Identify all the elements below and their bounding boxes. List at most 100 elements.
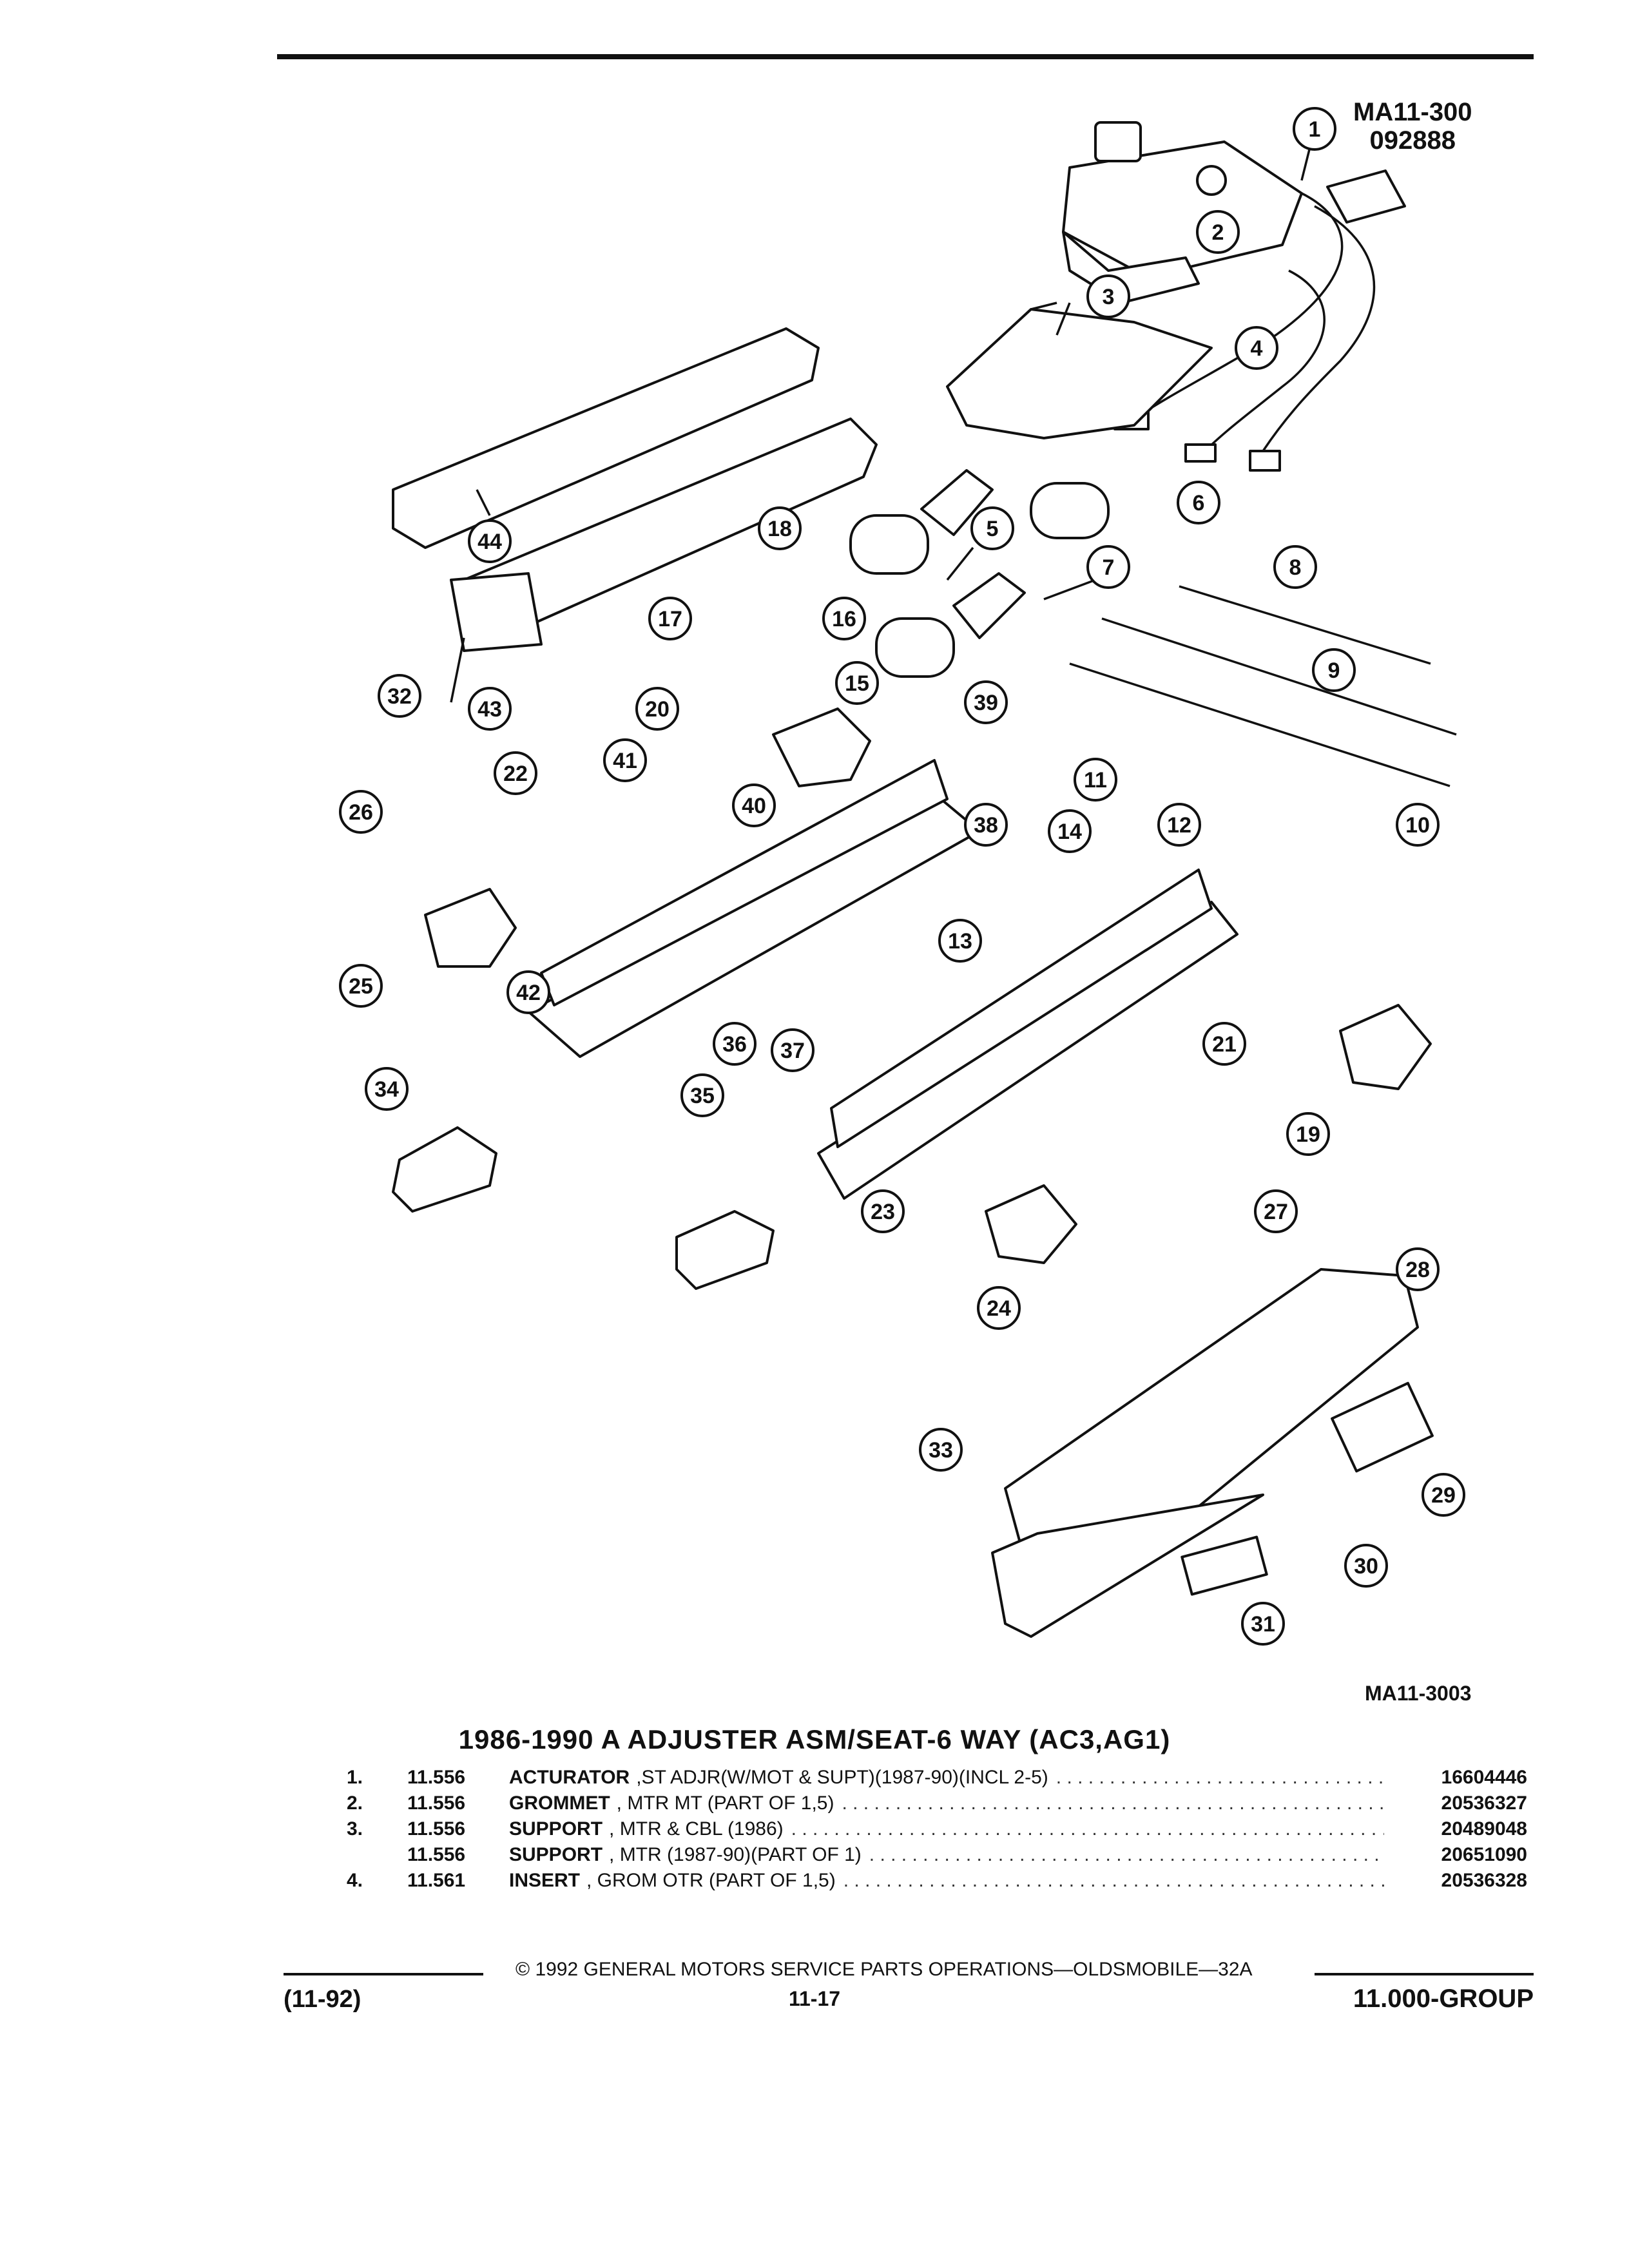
part-code: 11.556 [407,1792,466,1814]
svg-text:5: 5 [987,517,999,541]
svg-text:27: 27 [1264,1200,1288,1224]
exploded-parts-diagram: 1 2 3 4 5 6 7 8 9 10 11 12 13 14 15 16 1… [339,107,1465,1646]
callout-28: 28 [1396,1247,1440,1291]
callout-22: 22 [494,751,537,795]
dot-leader: . . . . . . . . . . . . . . . . . . . . … [843,1870,1384,1891]
parts-row: 4. 11.561 INSERT , GROM OTR (PART OF 1,5… [347,1870,1527,1896]
part-pn: 16604446 [1441,1767,1527,1788]
callout-17: 17 [648,597,692,640]
group-label: 11.000-GROUP [1353,1984,1534,2013]
callout-37: 37 [771,1028,815,1072]
part-number-index: 1. [347,1767,363,1788]
svg-text:1: 1 [1309,117,1321,142]
callout-27: 27 [1254,1189,1298,1233]
part-name: INSERT [509,1870,581,1891]
svg-text:20: 20 [645,697,670,722]
callout-14: 14 [1048,809,1092,853]
callout-40: 40 [732,783,776,827]
parts-row: 2. 11.556 GROMMET , MTR MT (PART OF 1,5)… [347,1792,1527,1818]
svg-text:26: 26 [349,800,373,825]
callout-21: 21 [1202,1022,1246,1066]
svg-text:43: 43 [477,697,502,722]
upper-rails [392,327,878,652]
part-desc: , MTR MT (PART OF 1,5) [616,1792,834,1814]
svg-text:16: 16 [832,607,856,631]
top-rule [277,54,1534,59]
drive-cables [1069,585,1457,787]
callout-24: 24 [977,1286,1021,1330]
callout-38: 38 [964,803,1008,847]
callout-16: 16 [822,597,866,640]
parts-row: 1. 11.556 ACTURATOR ,ST ADJR(W/MOT & SUP… [347,1767,1527,1792]
part-number-index: 3. [347,1818,363,1840]
callout-5: 5 [970,506,1014,550]
part-code: 11.556 [407,1767,466,1788]
svg-text:25: 25 [349,974,373,999]
part-number-index: 2. [347,1792,363,1814]
figure-id-line1: MA11-300 [1353,98,1472,126]
callout-39: 39 [964,680,1008,724]
part-desc: , MTR (1987-90)(PART OF 1) [609,1844,862,1865]
svg-text:22: 22 [503,762,528,786]
figure-id: MA11-300 092888 [1353,98,1472,155]
svg-text:42: 42 [516,981,541,1005]
dot-leader: . . . . . . . . . . . . . . . . . . . . … [869,1844,1384,1865]
svg-text:24: 24 [987,1296,1011,1321]
svg-text:33: 33 [929,1438,953,1463]
callout-19: 19 [1286,1112,1330,1156]
svg-text:8: 8 [1289,555,1302,580]
svg-text:9: 9 [1328,658,1340,683]
part-desc: , MTR & CBL (1986) [609,1818,784,1840]
motor-support [946,308,1213,439]
callout-31: 31 [1241,1602,1285,1646]
callout-13: 13 [938,919,982,963]
callout-25: 25 [339,964,383,1008]
callout-7: 7 [1086,545,1130,589]
callout-36: 36 [713,1022,757,1066]
callout-35: 35 [680,1073,724,1117]
part-name: SUPPORT [509,1818,603,1840]
svg-text:13: 13 [948,929,972,954]
part-pn: 20489048 [1441,1818,1527,1840]
svg-text:44: 44 [477,530,502,554]
footer-rule-left [284,1973,483,1975]
dot-leader: . . . . . . . . . . . . . . . . . . . . … [791,1818,1384,1840]
callout-30: 30 [1344,1544,1388,1588]
svg-text:39: 39 [974,691,998,715]
part-name: GROMMET [509,1792,610,1814]
svg-text:12: 12 [1167,813,1191,838]
callout-1: 1 [1293,107,1336,151]
svg-text:18: 18 [767,517,792,541]
part-pn: 20651090 [1441,1844,1527,1865]
part-number-index: 4. [347,1870,363,1891]
callout-15: 15 [835,661,879,705]
callout-18: 18 [758,506,802,550]
svg-text:11: 11 [1084,768,1107,793]
svg-text:19: 19 [1296,1122,1320,1147]
part-code: 11.556 [407,1844,466,1865]
part-name: ACTURATOR [509,1767,630,1788]
transmissions [424,707,1432,1264]
svg-text:36: 36 [722,1032,747,1057]
dot-leader: . . . . . . . . . . . . . . . . . . . . … [1055,1767,1384,1788]
callout-26: 26 [339,790,383,834]
page-number: 11-17 [788,1987,841,2010]
callout-3: 3 [1086,274,1130,318]
seat-tracks [527,759,1239,1200]
callout-41: 41 [603,738,647,782]
callout-44: 44 [468,519,512,563]
svg-text:41: 41 [613,749,637,773]
svg-text:40: 40 [742,794,766,818]
part-desc: ,ST ADJR(W/MOT & SUPT)(1987-90)(INCL 2-5… [636,1767,1048,1788]
svg-text:35: 35 [690,1084,715,1108]
svg-text:4: 4 [1251,336,1263,361]
callout-9: 9 [1312,648,1356,692]
callout-12: 12 [1157,803,1201,847]
parts-list-title: 1986-1990 A ADJUSTER ASM/SEAT-6 WAY (AC3… [458,1724,1171,1754]
copyright: © 1992 GENERAL MOTORS SERVICE PARTS OPER… [516,1959,1253,1980]
leader-lines [450,128,1316,703]
footer-rule-right [1315,1973,1534,1975]
callout-23: 23 [861,1189,905,1233]
parts-row: 3. 11.556 SUPPORT , MTR & CBL (1986) . .… [347,1818,1527,1844]
svg-text:2: 2 [1212,220,1224,245]
